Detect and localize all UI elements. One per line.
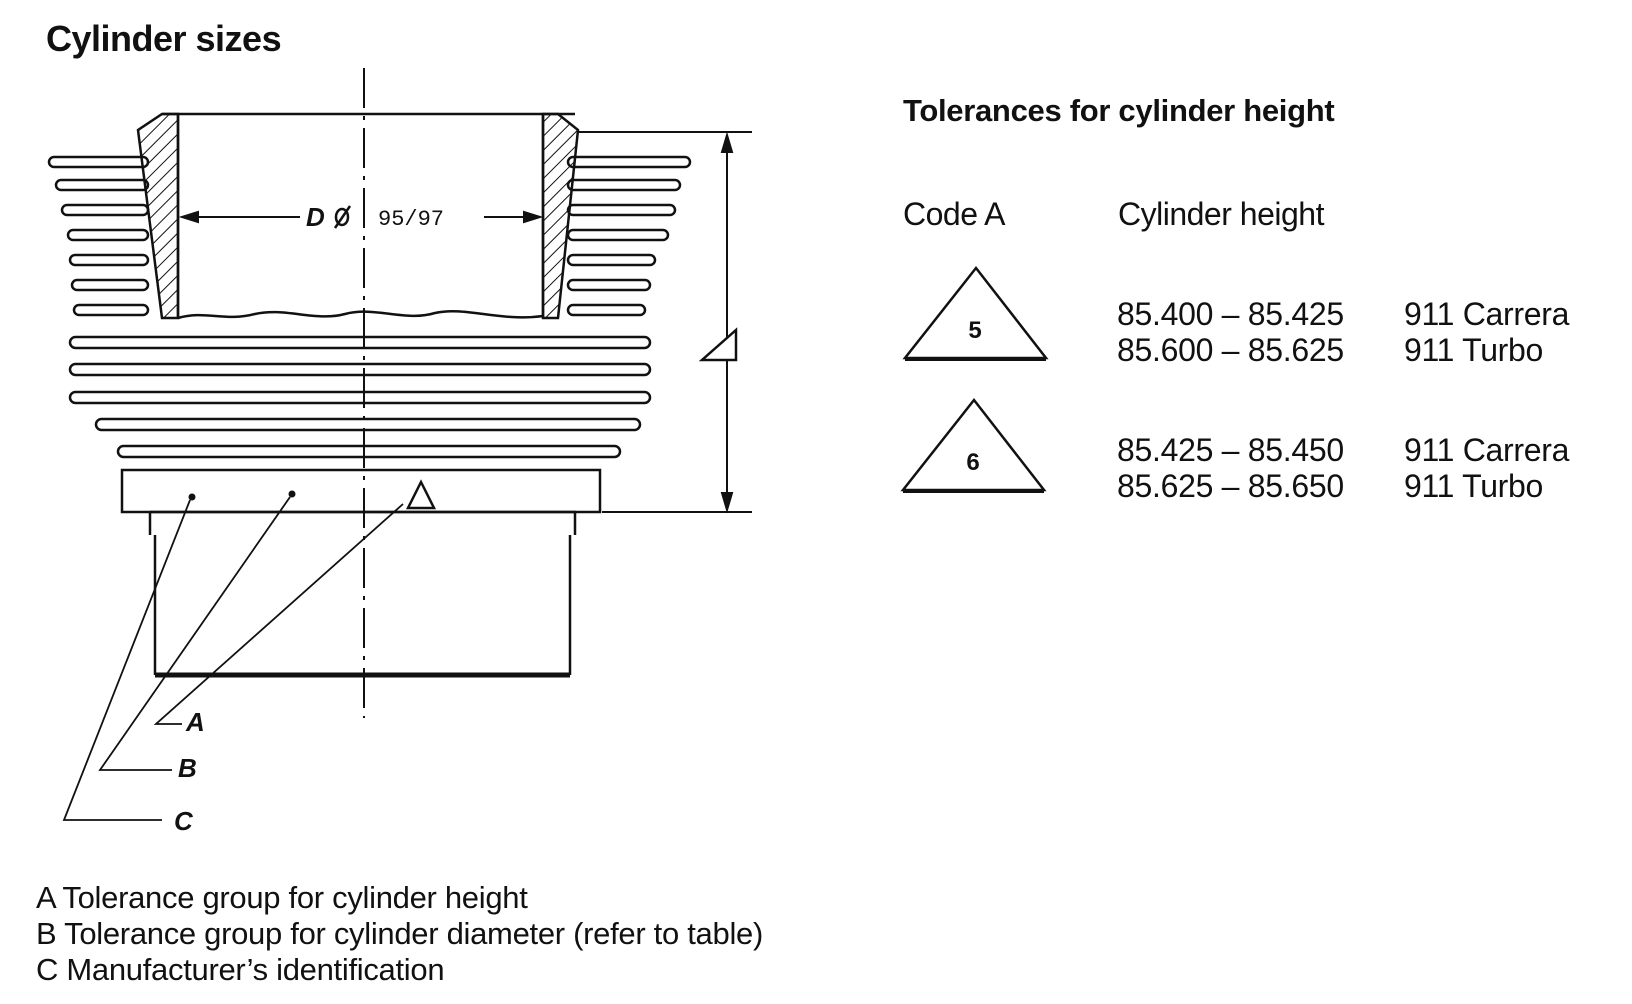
- cylinder-body: [120, 112, 602, 678]
- fin-left-6: [72, 303, 150, 317]
- column-header-height: Cylinder height: [1118, 196, 1324, 232]
- height-code-mark: [405, 479, 437, 510]
- fin-right-5: [566, 278, 652, 292]
- height-tolerance-triangle: [698, 327, 738, 362]
- fin-right-6: [566, 303, 647, 317]
- range-6-turbo: 85.625 – 85.650: [1117, 468, 1344, 504]
- model-5-carrera: 911 Carrera: [1404, 296, 1570, 332]
- fin-left-3: [66, 228, 150, 242]
- model-5-turbo: 911 Turbo: [1404, 332, 1544, 368]
- code-5-label: 5: [968, 317, 981, 344]
- code-6-label: 6: [966, 449, 979, 476]
- legend-item-b: B Tolerance group for cylinder diameter …: [36, 916, 763, 951]
- range-5-turbo: 85.600 – 85.625: [1117, 332, 1344, 368]
- marking-points: [188, 490, 296, 501]
- fin-left-4: [68, 253, 150, 267]
- fin-lower-2: [68, 390, 652, 405]
- lower-cooling-fins: [68, 335, 652, 459]
- code-triangle-6: 6: [900, 397, 1047, 493]
- callout-b: B: [178, 753, 197, 783]
- fin-right-1: [566, 178, 682, 192]
- legend-item-a: A Tolerance group for cylinder height: [36, 880, 528, 915]
- fin-lower-1: [68, 362, 652, 377]
- fin-lower-4: [116, 444, 622, 459]
- legend-item-c: C Manufacturer’s identification: [36, 952, 445, 987]
- page-title: Cylinder sizes: [46, 18, 282, 59]
- leader-lines: [62, 496, 404, 821]
- fin-left-5: [70, 278, 150, 292]
- code-triangle-5: 5: [902, 265, 1049, 361]
- callout-c: C: [174, 806, 194, 836]
- tolerances-title: Tolerances for cylinder height: [903, 93, 1335, 128]
- fin-lower-3: [94, 417, 642, 432]
- right-cooling-fins: [566, 155, 692, 317]
- model-6-carrera: 911 Carrera: [1404, 432, 1570, 468]
- left-cooling-fins: [47, 155, 150, 317]
- diameter-label: D: [306, 202, 325, 232]
- height-dimension: [578, 131, 752, 514]
- fin-right-2: [566, 203, 677, 217]
- diameter-symbol: [333, 205, 352, 229]
- model-6-turbo: 911 Turbo: [1404, 468, 1544, 504]
- diameter-dimension: [178, 210, 544, 224]
- fin-right-4: [566, 253, 657, 267]
- fin-left-0: [47, 155, 150, 169]
- legend: A Tolerance group for cylinder height B …: [36, 880, 763, 988]
- column-header-code: Code A: [903, 196, 1005, 232]
- range-6-carrera: 85.425 – 85.450: [1117, 432, 1344, 468]
- fin-right-0: [566, 155, 692, 169]
- fin-right-3: [566, 228, 670, 242]
- fin-left-1: [54, 178, 150, 192]
- diameter-value: 95/97: [378, 207, 444, 232]
- callout-a: A: [185, 707, 205, 737]
- fin-left-2: [60, 203, 150, 217]
- fin-lower-0: [68, 335, 652, 350]
- range-5-carrera: 85.400 – 85.425: [1117, 296, 1344, 332]
